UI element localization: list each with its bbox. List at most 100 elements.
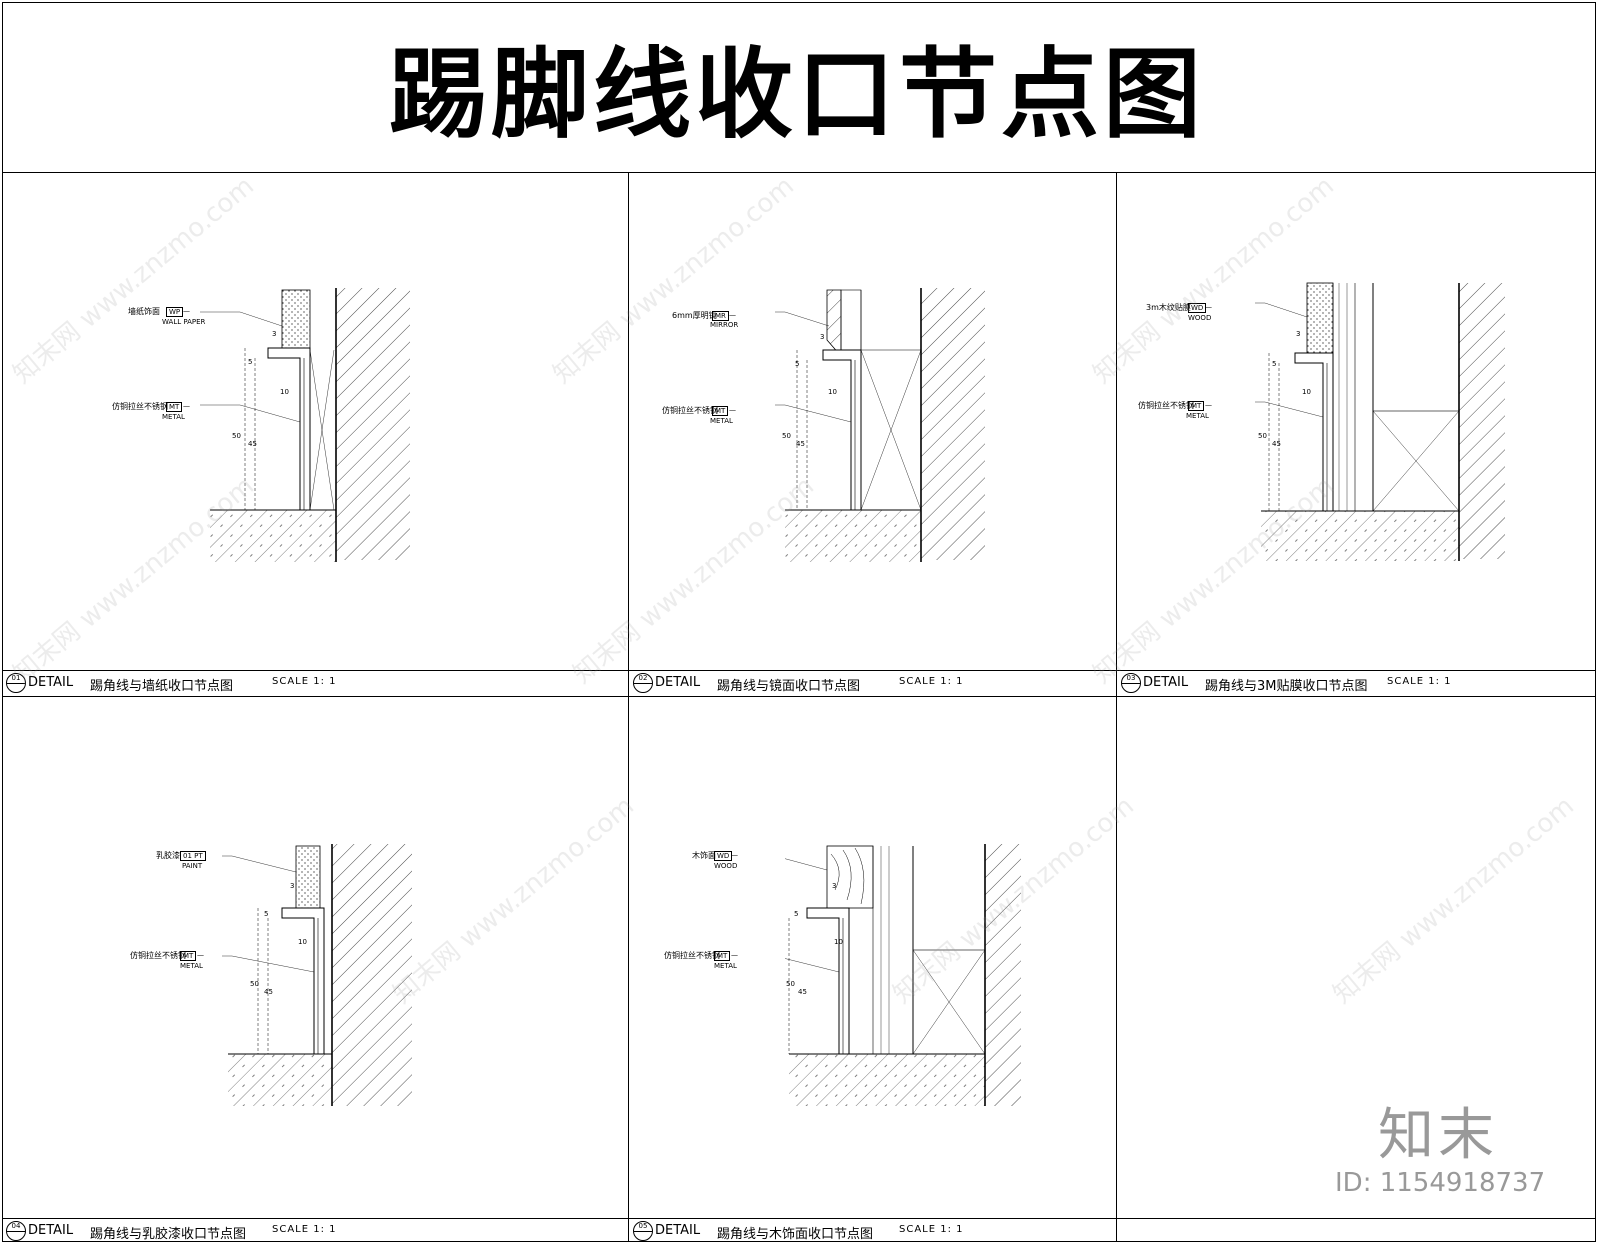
dim-5-04: 5 xyxy=(264,910,269,918)
metal-code-01: MT xyxy=(166,402,183,412)
brand-logo: 知末 xyxy=(1378,1103,1498,1168)
detail-number: 02 xyxy=(633,673,653,693)
dim-10-01: 10 xyxy=(280,388,289,396)
metal-label-04: 仿铜拉丝不锈钢 xyxy=(130,951,186,960)
dim-5-05: 5 xyxy=(794,910,799,918)
dim-45-04: 45 xyxy=(264,988,273,996)
dim-50-01: 50 xyxy=(232,432,241,440)
titlebar-03: 03 DETAIL 踢角线与3M贴膜收口节点图 SCALE 1: 1 xyxy=(1117,671,1596,695)
finish-code-05: WD xyxy=(714,851,733,861)
detail-name: 踢角线与木饰面收口节点图 xyxy=(717,1227,874,1242)
metal-code-04: MT xyxy=(180,951,197,961)
detail-drawing-02 xyxy=(775,280,1005,570)
detail-number: 05 xyxy=(633,1221,653,1241)
detail-word: DETAIL xyxy=(28,675,74,690)
metal-sub-02: METAL xyxy=(710,417,733,425)
finish-code-02: MR xyxy=(712,311,729,321)
metal-code-03: MT xyxy=(1188,401,1205,411)
metal-dash-01: — xyxy=(183,402,190,410)
detail-drawing-05 xyxy=(785,840,1025,1110)
detail-name: 踢角线与镜面收口节点图 xyxy=(717,679,861,694)
detail-number: 03 xyxy=(1121,673,1141,693)
metal-dash-04: — xyxy=(197,951,204,959)
finish-label-03: 3m木纹贴膜 xyxy=(1146,303,1191,312)
dim-10-03: 10 xyxy=(1302,388,1311,396)
titlebar-05: 05 DETAIL 踢角线与木饰面收口节点图 SCALE 1: 1 xyxy=(629,1219,1115,1243)
metal-code-02: MT xyxy=(712,406,729,416)
detail-word: DETAIL xyxy=(28,1223,74,1238)
dim-45-03: 45 xyxy=(1272,440,1281,448)
title-divider xyxy=(2,172,1596,173)
metal-dash-03: — xyxy=(1205,401,1212,409)
metal-sub-03: METAL xyxy=(1186,412,1209,420)
finish-code-04: 01 PT xyxy=(180,851,206,861)
dim-5-01: 5 xyxy=(248,358,253,366)
metal-dash-05: — xyxy=(731,951,738,959)
metal-code-05: MT xyxy=(714,951,731,961)
detail-word: DETAIL xyxy=(1143,675,1189,690)
dim-45-05: 45 xyxy=(798,988,807,996)
column-divider-2 xyxy=(1116,172,1117,1242)
dim-45-02: 45 xyxy=(796,440,805,448)
dim-50-04: 50 xyxy=(250,980,259,988)
titlebar-04: 04 DETAIL 踢角线与乳胶漆收口节点图 SCALE 1: 1 xyxy=(2,1219,628,1243)
dim-10-04: 10 xyxy=(298,938,307,946)
dim-3-02: 3 xyxy=(820,333,825,341)
metal-label-02: 仿铜拉丝不锈钢 xyxy=(662,406,718,415)
detail-drawing-03 xyxy=(1255,275,1505,570)
row-divider-bottom xyxy=(2,696,1596,697)
finish-sub-05: WOOD xyxy=(714,862,738,870)
detail-word: DETAIL xyxy=(655,1223,701,1238)
column-divider-1 xyxy=(628,172,629,1242)
finish-code-03: WD xyxy=(1188,303,1207,313)
dim-10-02: 10 xyxy=(828,388,837,396)
dim-5-03: 5 xyxy=(1272,360,1277,368)
finish-sub-01: WALL PAPER xyxy=(162,318,206,326)
bottom-titlebar-line xyxy=(2,1218,1596,1219)
dim-3-05: 3 xyxy=(832,882,837,890)
finish-sub-04: PAINT xyxy=(182,862,203,870)
dim-50-05: 50 xyxy=(786,980,795,988)
detail-scale: SCALE 1: 1 xyxy=(1387,676,1452,687)
detail-number: 01 xyxy=(6,673,26,693)
metal-label-01: 仿铜拉丝不锈钢 xyxy=(112,402,168,411)
image-id: ID: 1154918737 xyxy=(1335,1168,1546,1198)
dim-5-02: 5 xyxy=(795,360,800,368)
detail-drawing-04 xyxy=(222,840,422,1110)
detail-scale: SCALE 1: 1 xyxy=(272,676,337,687)
detail-number: 04 xyxy=(6,1221,26,1241)
metal-sub-01: METAL xyxy=(162,413,185,421)
dim-3-01: 3 xyxy=(272,330,277,338)
metal-label-03: 仿铜拉丝不锈钢 xyxy=(1138,401,1194,410)
finish-label-05: 木饰面 xyxy=(692,851,716,860)
metal-sub-04: METAL xyxy=(180,962,203,970)
finish-dash-02: — xyxy=(729,311,736,319)
dim-10-05: 10 xyxy=(834,938,843,946)
detail-scale: SCALE 1: 1 xyxy=(899,1224,964,1235)
dim-3-03: 3 xyxy=(1296,330,1301,338)
detail-drawing-01 xyxy=(200,280,430,570)
metal-sub-05: METAL xyxy=(714,962,737,970)
finish-code-01: WP xyxy=(166,307,184,317)
row-divider-top xyxy=(2,670,1596,671)
finish-sub-02: MIRROR xyxy=(710,321,739,329)
detail-word: DETAIL xyxy=(655,675,701,690)
detail-scale: SCALE 1: 1 xyxy=(899,676,964,687)
finish-sub-03: WOOD xyxy=(1188,314,1212,322)
page-title: 踢脚线收口节点图 xyxy=(388,38,1205,152)
metal-label-05: 仿铜拉丝不锈钢 xyxy=(664,951,720,960)
titlebar-02: 02 DETAIL 踢角线与镜面收口节点图 SCALE 1: 1 xyxy=(629,671,1115,695)
finish-label-01: 墙纸饰面 xyxy=(128,307,160,316)
detail-scale: SCALE 1: 1 xyxy=(272,1224,337,1235)
dim-50-02: 50 xyxy=(782,432,791,440)
finish-dash-03: — xyxy=(1205,303,1212,311)
finish-dash-05: — xyxy=(731,851,738,859)
metal-dash-02: — xyxy=(729,406,736,414)
dim-3-04: 3 xyxy=(290,882,295,890)
detail-name: 踢角线与3M贴膜收口节点图 xyxy=(1205,679,1368,694)
dim-50-03: 50 xyxy=(1258,432,1267,440)
titlebar-01: 01 DETAIL 踢角线与墙纸收口节点图 SCALE 1: 1 xyxy=(2,671,628,695)
detail-name: 踢角线与乳胶漆收口节点图 xyxy=(90,1227,247,1242)
finish-label-04: 乳胶漆 xyxy=(156,851,180,860)
